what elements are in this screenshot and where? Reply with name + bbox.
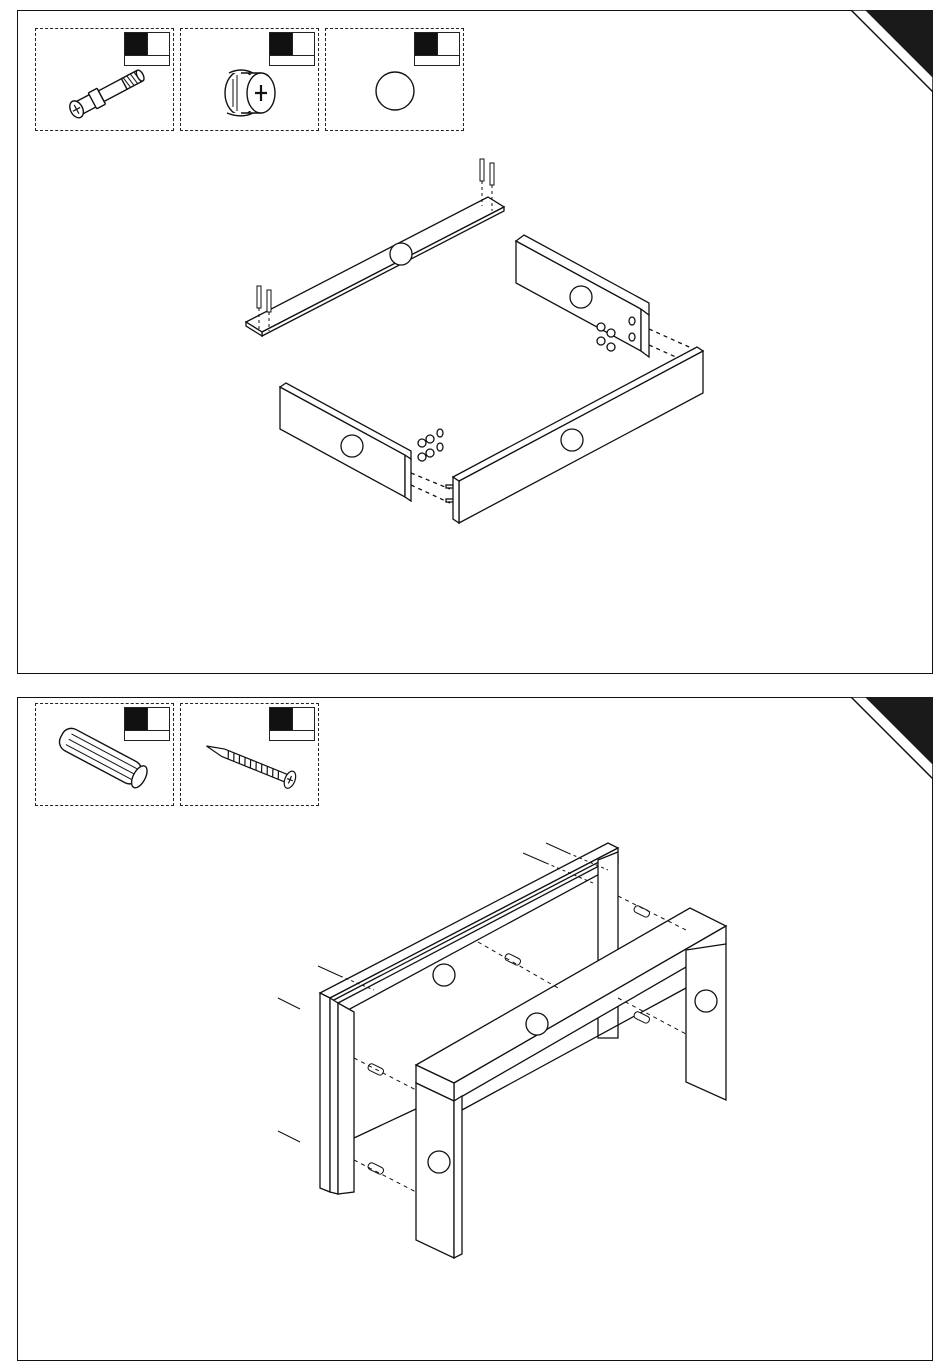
front-rail-panel [453, 347, 703, 523]
assembly-step-2-panel [17, 697, 933, 1361]
top-rail-panel [246, 197, 504, 336]
assembly-step-1-panel [17, 10, 933, 674]
assembly-diagram-step-2 [18, 698, 934, 1362]
side-panel-left [280, 383, 411, 501]
front-frame [416, 908, 726, 1258]
assembly-diagram-step-1 [18, 11, 934, 675]
